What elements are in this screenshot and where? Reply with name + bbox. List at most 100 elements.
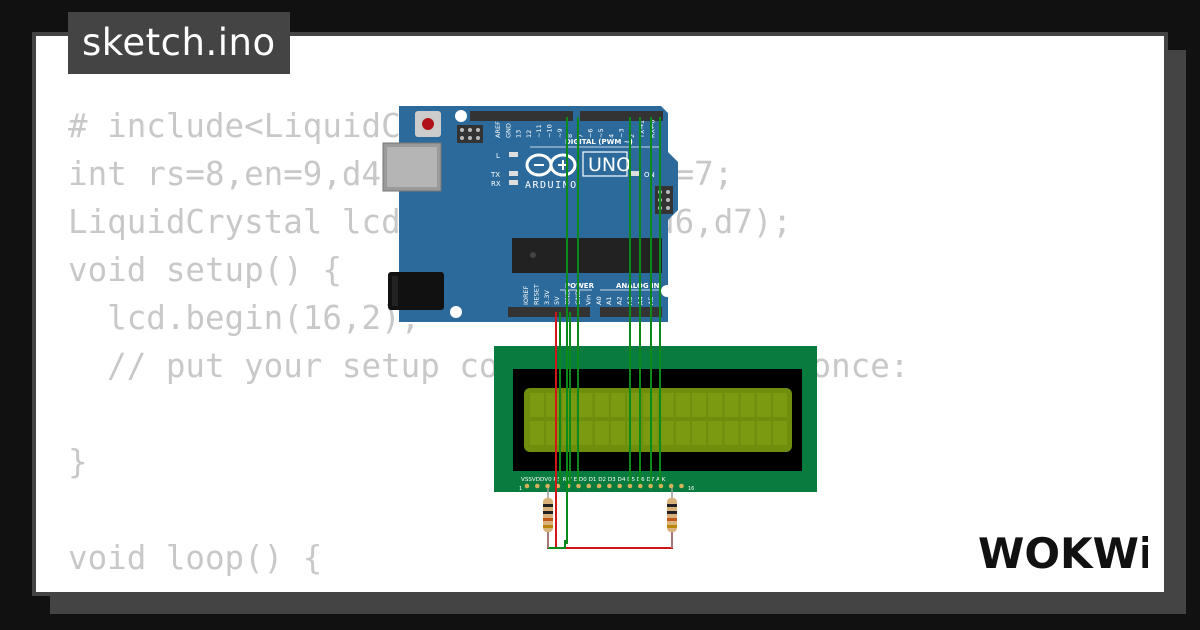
pin-label: 12 [525, 130, 533, 138]
pin-label: A0 [595, 296, 603, 305]
lcd-cell [708, 393, 723, 417]
mounting-hole [450, 306, 462, 318]
power-label: POWER [565, 282, 595, 290]
pin-label: 8 [566, 134, 574, 138]
pin-label: 3.3V [543, 290, 551, 305]
lcd-cell [756, 421, 771, 445]
power-header [508, 307, 590, 317]
led-on-label: ON [644, 171, 655, 179]
lcd-cell [594, 393, 609, 417]
lcd-cell [611, 393, 625, 417]
pin-label: A2 [616, 296, 624, 305]
pin-label: ~6 [587, 128, 595, 138]
lcd-pin [535, 483, 540, 489]
top-header-right [580, 111, 663, 121]
lcd-pin [576, 483, 581, 489]
led-rx [509, 180, 518, 185]
led-l [509, 152, 518, 157]
lcd-cell [740, 421, 755, 445]
model-label: UNO [588, 154, 631, 176]
code-line: } [68, 443, 88, 481]
lcd-cell [578, 421, 593, 445]
resistor-right[interactable] [667, 488, 677, 548]
microcontroller-chip [512, 238, 662, 273]
resistor-left[interactable] [543, 488, 553, 548]
mounting-hole [455, 110, 467, 122]
pin-label: RX←0 [649, 119, 657, 138]
lcd-cell [675, 421, 690, 445]
lcd-pin-16-label: 16 [688, 486, 694, 492]
lcd-pin [607, 483, 612, 489]
led-tx [509, 171, 518, 176]
lcd-cell [692, 393, 706, 417]
pin-label: AREF [494, 121, 502, 138]
lcd-cell [530, 393, 544, 417]
wokwi-logo-text: WOKWi [978, 529, 1148, 576]
lcd-character-cells [530, 393, 787, 445]
lcd-cell [659, 421, 674, 445]
pin-label: 13 [515, 130, 523, 138]
lcd-cell [675, 393, 690, 417]
arduino-uno-board[interactable]: L TX RX ON DIGITAL (PWM ~) UNO ARDUINO P… [382, 106, 678, 322]
lcd-pin [658, 483, 664, 489]
mounting-hole [661, 285, 673, 297]
lcd-cell [546, 421, 561, 445]
lcd-cell [773, 393, 787, 417]
lcd-cell [546, 393, 561, 417]
lcd-pin [545, 483, 550, 489]
lcd-pin [648, 483, 653, 489]
lcd-1602-display[interactable]: VSSVDDV0 RS RW E D0 D1 D2 D3 D4 D5 D6 D7… [494, 346, 817, 492]
led-rx-label: RX [491, 180, 501, 188]
lcd-cell [530, 421, 544, 445]
pin-label: 2 [628, 134, 636, 138]
arduino-logo-icon [525, 153, 577, 177]
pin-label: ~11 [535, 124, 543, 138]
lcd-pin [638, 483, 643, 489]
lcd-pin [627, 483, 633, 489]
lcd-cell [756, 393, 771, 417]
lcd-cell [724, 393, 739, 417]
lcd-pin [596, 483, 602, 489]
pin-label: 7 [576, 134, 584, 138]
lcd-pin [668, 483, 674, 489]
lcd-cell [578, 393, 593, 417]
lcd-cell [724, 421, 739, 445]
top-header-left [470, 111, 573, 121]
led-on [630, 171, 639, 176]
pin-label: ~10 [546, 124, 554, 138]
analog-label: ANALOG IN [616, 282, 660, 290]
wokwi-logo: WOKWi [978, 529, 1148, 576]
pin-label: IOREF [522, 285, 530, 305]
led-tx-label: TX [490, 171, 500, 179]
pin-label: A1 [605, 296, 613, 305]
icsp-header-right [655, 186, 673, 214]
lcd-pin [617, 483, 622, 489]
code-line: void loop() { [68, 539, 323, 577]
pin-label: ~3 [618, 128, 626, 138]
digital-label: DIGITAL (PWM ~) [565, 138, 633, 146]
code-line: lcd.clear(); [68, 582, 909, 592]
lcd-pin [679, 483, 684, 489]
lcd-pin [586, 483, 592, 489]
code-line: lcd.begin(16,2); [68, 299, 421, 337]
pin-label: GND [504, 123, 512, 138]
pin-label: TX→1 [638, 120, 646, 139]
lcd-cell [692, 421, 706, 445]
lcd-pin-1-label: 1 [519, 486, 522, 492]
power-jack [388, 272, 444, 310]
sketch-title: sketch.ino [68, 12, 290, 74]
led-l-label: L [496, 152, 500, 160]
lcd-pin [524, 483, 530, 489]
pin-label: ~9 [556, 128, 564, 138]
brand-label: ARDUINO [525, 180, 578, 191]
lcd-pin-labels: VSSVDDV0 RS RW E D0 D1 D2 D3 D4 D5 D6 D7… [521, 477, 666, 483]
lcd-cell [740, 393, 755, 417]
code-line: void setup() { [68, 251, 342, 289]
pin-label: 4 [607, 134, 615, 138]
pin-label: ~5 [597, 128, 605, 138]
pin-label: RESET [532, 284, 540, 305]
lcd-cell [773, 421, 787, 445]
lcd-cell [594, 421, 609, 445]
